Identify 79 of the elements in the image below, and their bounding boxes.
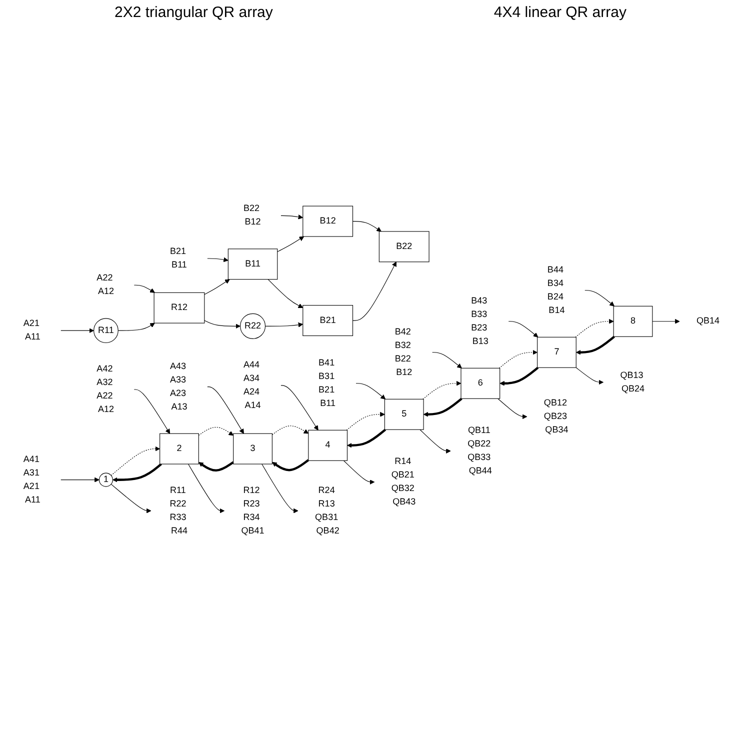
node-text: B41 B31 B21 B11 — [318, 358, 336, 408]
node-text: A42 A32 A22 A12 — [96, 364, 114, 414]
node-text: R12 R23 R34 QB41 — [241, 485, 264, 536]
arrow — [265, 322, 304, 328]
arrow — [352, 262, 396, 321]
arrow — [498, 350, 538, 368]
node-text: R24 R13 QB31 QB42 — [315, 485, 340, 536]
arrow — [268, 279, 304, 308]
node-box: 3 — [233, 433, 272, 464]
arrow — [356, 383, 386, 400]
node-box: B22 — [378, 231, 430, 262]
arrow — [118, 322, 155, 331]
node-text: QB11 QB22 QB33 QB44 — [468, 426, 492, 476]
arrow — [207, 386, 244, 434]
node-circle: 1 — [98, 472, 113, 487]
node-box: B12 — [302, 206, 354, 237]
node-text: QB13 QB24 — [620, 370, 645, 394]
node-text: B21 B11 — [170, 246, 187, 270]
node-box: 5 — [384, 398, 424, 430]
node-text: R11 R22 R33 R44 — [170, 485, 188, 536]
node-box: B21 — [302, 305, 354, 336]
arrow — [110, 446, 160, 476]
section-heading: 2X2 triangular QR array — [114, 4, 273, 21]
node-circle: R11 — [94, 318, 118, 344]
node-text: QB14 — [696, 316, 720, 326]
node-text: B42 B32 B22 B12 — [394, 327, 412, 378]
arrow — [198, 426, 234, 436]
arrow — [347, 428, 386, 448]
arrow — [134, 389, 170, 434]
arrow — [432, 352, 462, 368]
arrow — [110, 484, 152, 514]
arrow — [584, 290, 614, 306]
node-circle: R22 — [240, 313, 266, 339]
arrow — [134, 284, 155, 293]
arrow — [280, 385, 318, 430]
node-box: 8 — [613, 306, 653, 337]
node-text: A41 A31 A21 A11 — [23, 454, 40, 505]
arrow — [420, 429, 451, 454]
arrow — [204, 279, 230, 295]
arrow — [207, 257, 228, 262]
arrow — [576, 367, 604, 385]
arrow — [272, 459, 310, 472]
node-box: 2 — [160, 433, 199, 464]
arrow — [508, 321, 538, 338]
arrow — [277, 236, 304, 252]
arrow — [188, 464, 225, 514]
node-box: R12 — [154, 292, 205, 324]
arrow — [343, 460, 375, 485]
section-heading: 4X4 linear QR array — [494, 4, 626, 21]
arrow — [352, 221, 382, 232]
arrow — [422, 380, 462, 400]
arrow — [576, 336, 615, 355]
arrow — [60, 477, 100, 482]
arrow — [575, 318, 614, 338]
arrow — [423, 398, 462, 417]
node-box: 6 — [460, 368, 500, 399]
node-text: A43 A33 A23 A13 — [170, 361, 188, 412]
node-text: R14 QB21 QB32 QB43 — [391, 456, 416, 507]
arrow — [652, 318, 680, 324]
node-text: A22 A12 — [96, 273, 114, 296]
arrow — [262, 464, 298, 514]
arrow — [280, 214, 304, 220]
arrow — [198, 461, 234, 472]
node-box: 7 — [537, 336, 576, 368]
arrow — [498, 398, 528, 420]
arrow — [272, 426, 309, 436]
arrow — [204, 320, 240, 329]
arrow — [346, 412, 385, 430]
node-text: B22 B12 — [243, 204, 261, 227]
node-text: QB12 QB23 QB34 — [544, 398, 568, 435]
arrow — [112, 463, 162, 482]
node-text: B44 B34 B24 B14 — [547, 265, 565, 316]
node-box: 4 — [308, 430, 348, 461]
node-text: B43 B33 B23 B13 — [471, 296, 488, 346]
arrow — [500, 366, 539, 386]
arrow — [60, 328, 94, 334]
node-text: A44 A34 A24 A14 — [243, 360, 261, 410]
node-text: A21 A11 — [23, 318, 40, 342]
node-box: B11 — [228, 248, 278, 280]
